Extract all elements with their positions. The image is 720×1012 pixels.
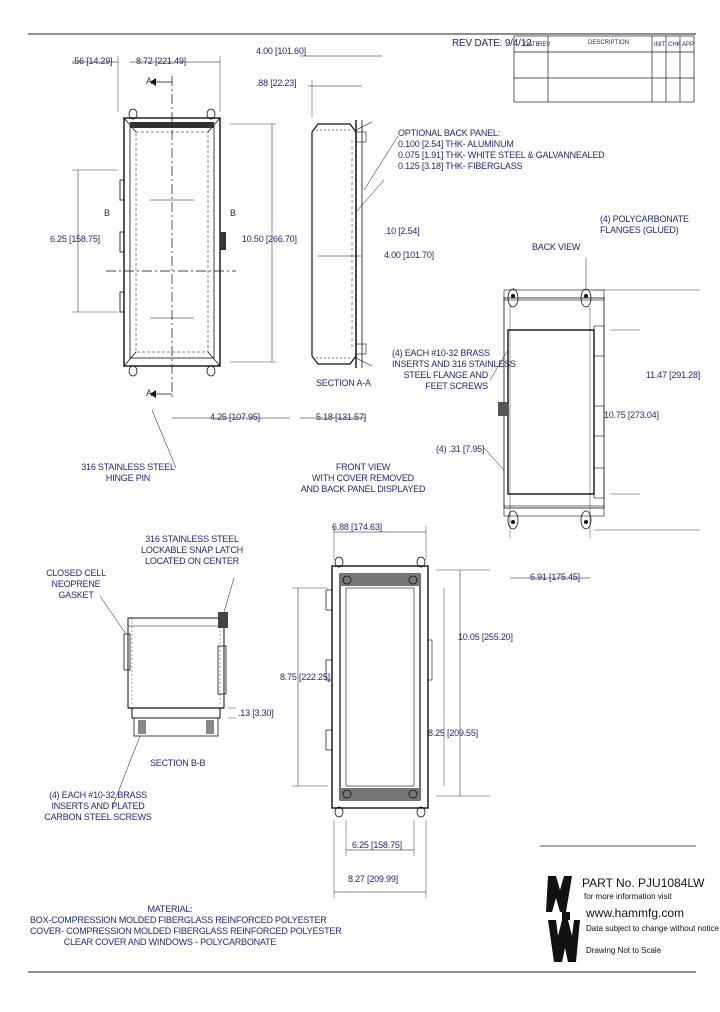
rev-header-description: DESCRIPTION [588, 40, 630, 46]
front-view-open [292, 526, 490, 898]
dim-518: 5.18 [131.57] [316, 412, 366, 422]
note-back-panel-2: 0.075 [1.91] THK- WHITE STEEL & GALVANNE… [398, 150, 605, 160]
note-flanges-1: FLANGES (GLUED) [600, 225, 679, 235]
dim-031: (4) .31 [7.95] [436, 444, 485, 454]
dim-827: 8.27 [209.99] [348, 874, 398, 884]
section-a-bottom: A [146, 388, 152, 398]
front-view-label-2: AND BACK PANEL DISPLAYED [300, 484, 426, 494]
rev-header-date: DATE [524, 42, 540, 48]
note-back-panel-3: 0.125 [3.18] THK- FIBERGLASS [398, 161, 523, 171]
note-hinge-pin-1: HINGE PIN [105, 473, 151, 483]
section-bb-label: SECTION B-B [150, 758, 206, 768]
dim-691: 6.91 [175.45] [530, 572, 580, 582]
website-link[interactable]: www.hammfg.com [586, 906, 685, 920]
front-view-label-1: WITH COVER REMOVED [312, 473, 414, 483]
dim-1147: 11.47 [291.28] [646, 370, 701, 380]
note-material-0: MATERIAL: [147, 904, 193, 914]
dim-1075: 10.75 [273.04] [604, 410, 659, 420]
note-back-panel-0: OPTIONAL BACK PANEL: [398, 128, 501, 138]
dim-013: .13 [3.30] [238, 708, 274, 718]
section-b-right: B [230, 208, 236, 218]
note-snap-latch-1: LOCKABLE SNAP LATCH [141, 545, 243, 555]
more-info-text: for more information visit [584, 892, 672, 901]
rev-header-init: INIT [654, 42, 666, 48]
scale-note: Drawing Not to Scale [586, 946, 662, 955]
dim-010: .10 [2.54] [384, 226, 420, 236]
dim-872: 8.72 [221.49] [136, 56, 186, 66]
dim-056: .56 [14.29] [72, 56, 113, 66]
dim-688: 6.88 [174.63] [332, 522, 382, 532]
rev-header-chk: CHK [668, 42, 681, 48]
dim-625-bottom: 6.25 [158.75] [352, 840, 402, 850]
note-back-panel-1: 0.100 [2.54] THK- ALUMINUM [398, 139, 514, 149]
note-snap-latch-2: LOCATED ON CENTER [145, 556, 239, 566]
dim-825: 8.25 [209.55] [428, 728, 478, 738]
back-view [483, 258, 700, 579]
note-inserts-screws-1: INSERTS AND PLATED [51, 801, 145, 811]
note-gasket-0: CLOSED CELL [46, 568, 106, 578]
dim-400-mid: 4.00 [101.70] [384, 250, 434, 260]
front-view-closed [72, 56, 290, 469]
note-snap-latch-0: 316 STAINLESS STEEL [145, 534, 239, 544]
dim-400-top: 4.00 [101.60] [256, 46, 306, 56]
note-gasket-2: GASKET [58, 590, 94, 600]
disclaimer-text: Data subject to change without notice [586, 924, 719, 933]
note-inserts-flange-1: INSERTS AND 316 STAINLESS [392, 359, 516, 369]
note-material-1: BOX-COMPRESSION MOLDED FIBERGLASS REINFO… [30, 915, 327, 925]
section-aa-view [300, 55, 399, 419]
note-material-2: COVER- COMPRESSION MOLDED FIBERGLASS REI… [30, 926, 342, 936]
rev-header-app: APP [682, 42, 695, 48]
note-inserts-screws-2: CARBON STEEL SCREWS [44, 812, 152, 822]
dim-625-left: 6.25 [158.75] [50, 234, 100, 244]
dim-1005: 10.05 [255.20] [458, 632, 513, 642]
dim-088: .88 [22.23] [256, 78, 297, 88]
front-view-label-0: FRONT VIEW [335, 462, 391, 472]
dim-1050: 10.50 [266.70] [242, 234, 297, 244]
section-b-left: B [104, 208, 110, 218]
note-inserts-flange-3: FEET SCREWS [425, 381, 488, 391]
rev-date: REV DATE: 9/4/12 [452, 38, 532, 49]
dim-875: 8.75 [222.25] [280, 672, 330, 682]
section-a-top: A [146, 76, 152, 86]
section-bb-view [99, 577, 236, 809]
note-inserts-flange-0: (4) EACH #10-32 BRASS [392, 348, 490, 358]
section-aa-label: SECTION A-A [316, 378, 371, 388]
note-material-3: CLEAR COVER AND WINDOWS - POLYCARBONATE [63, 937, 277, 947]
note-gasket-1: NEOPRENE [51, 579, 101, 589]
note-inserts-screws-0: (4) EACH #10-32 BRASS [49, 790, 147, 800]
revision-table [513, 35, 695, 103]
note-hinge-pin-0: 316 STAINLESS STEEL [81, 462, 175, 472]
rev-header-rev: REV [538, 42, 551, 48]
back-view-label: BACK VIEW [532, 242, 581, 252]
hammond-logo [546, 876, 580, 962]
note-flanges-0: (4) POLYCARBONATE [600, 214, 689, 224]
dim-425: 4.25 [107.95] [210, 412, 260, 422]
part-number: PART No. PJU1084LW [582, 876, 705, 890]
note-inserts-flange-2: STEEL FLANGE AND [403, 370, 489, 380]
